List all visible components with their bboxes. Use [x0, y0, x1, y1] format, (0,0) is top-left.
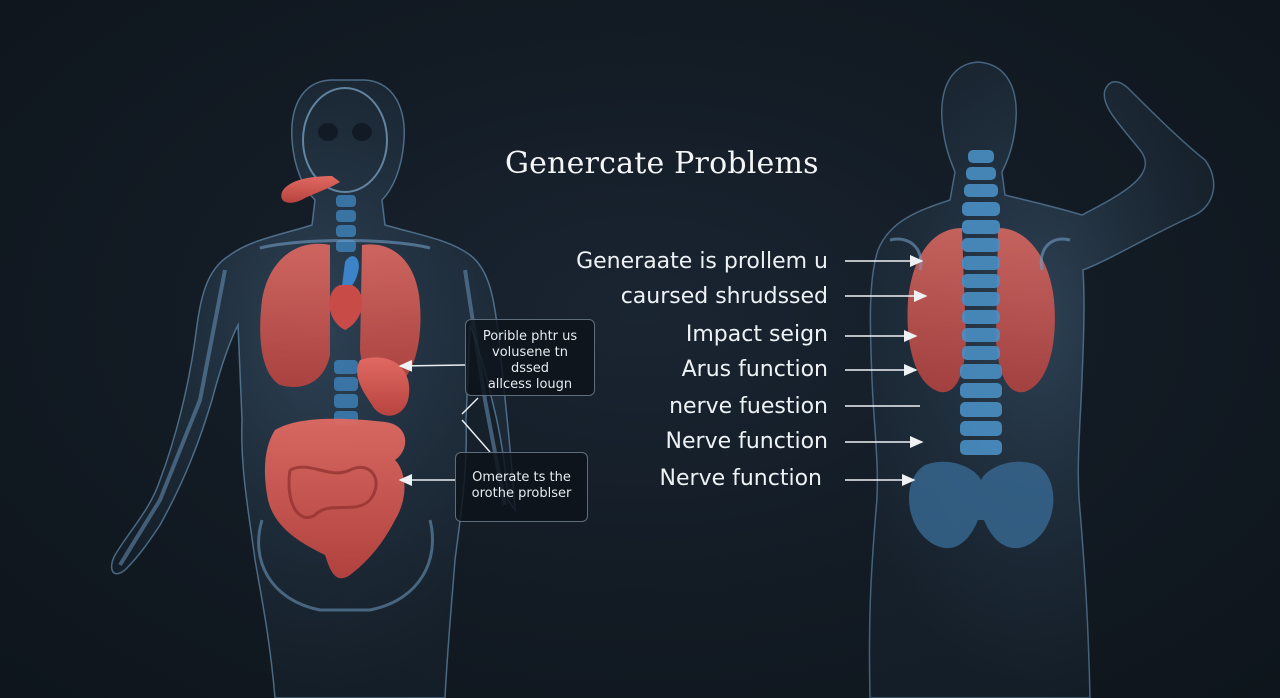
callout-box-upper: Porible phtr us volusene tn dssed allces… — [465, 319, 595, 396]
diagram-label: Generaate is prollem u — [576, 249, 828, 274]
front-body-figure — [110, 79, 516, 698]
diagram-label: nerve fuestion — [669, 394, 828, 419]
callout-upper-line: Porible phtr us — [482, 329, 578, 344]
diagram-title: Genercate Problems — [505, 146, 819, 181]
diagram-label: caursed shrudssed — [620, 284, 828, 309]
diagram-label: Nerve function — [659, 466, 822, 491]
diagram-label: Impact seign — [685, 322, 828, 347]
diagram-label: Arus function — [681, 357, 828, 382]
callout-lower-line: orothe problser — [471, 486, 572, 501]
back-body-figure — [868, 61, 1215, 698]
callout-box-lower: Omerate ts the orothe problser — [455, 452, 588, 522]
diagram-label: Nerve function — [665, 429, 828, 454]
label-arrows — [845, 255, 928, 486]
callout-pointers — [398, 359, 491, 486]
callout-lower-line: Omerate ts the — [472, 470, 571, 485]
callout-upper-line: allcess lougn — [487, 377, 573, 392]
callout-upper-line: volusene tn dssed — [492, 345, 568, 376]
